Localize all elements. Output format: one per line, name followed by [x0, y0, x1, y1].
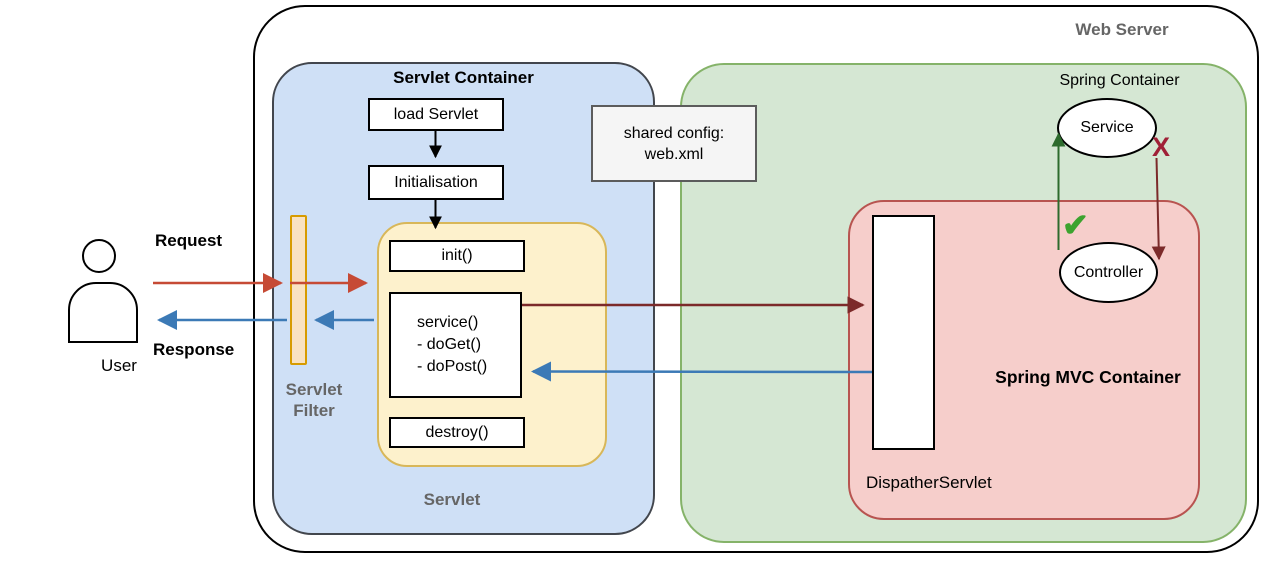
user-icon: [82, 239, 116, 273]
dispatcher-servlet-label: DispatherServlet: [866, 473, 992, 492]
service-method-box: service() - doGet() - doPost(): [389, 292, 522, 398]
servlet-filter-bar: [290, 215, 307, 365]
load-servlet-box: load Servlet: [368, 98, 504, 131]
servlet-filter-label-line2: Filter: [293, 401, 335, 420]
spring-container-title: Spring Container: [1059, 72, 1180, 89]
service-method-line3: - doPost(): [417, 358, 488, 375]
spring-mvc-container-title: Spring MVC Container: [995, 367, 1181, 387]
controller-ellipse: Controller: [1059, 242, 1158, 303]
init-method-box: init(): [389, 240, 525, 272]
response-label: Response: [153, 340, 235, 359]
shared-config-line1: shared config:: [623, 124, 725, 142]
request-label: Request: [155, 231, 223, 250]
service-method-line2: - doGet(): [417, 336, 482, 353]
web-server-label: Web Server: [1075, 20, 1169, 39]
service-method-line1: service(): [417, 314, 479, 331]
shared-config-box: shared config: web.xml: [591, 105, 757, 182]
destroy-method-box: destroy(): [389, 417, 525, 448]
servlet-container-title: Servlet Container: [393, 68, 534, 87]
service-ellipse: Service: [1057, 98, 1157, 158]
servlet-label: Servlet: [423, 490, 481, 509]
shared-config-line2: web.xml: [644, 145, 704, 163]
user-icon-body: [68, 282, 138, 343]
initialisation-box: Initialisation: [368, 165, 504, 200]
servlet-filter-label-line1: Servlet: [285, 380, 343, 399]
cross-icon: X: [1152, 132, 1171, 162]
check-icon: ✔: [1062, 207, 1089, 243]
user-label: User: [101, 356, 137, 375]
dispatcher-servlet-rect: [872, 215, 935, 450]
servlet-filter-label: Servlet Filter: [274, 379, 354, 421]
